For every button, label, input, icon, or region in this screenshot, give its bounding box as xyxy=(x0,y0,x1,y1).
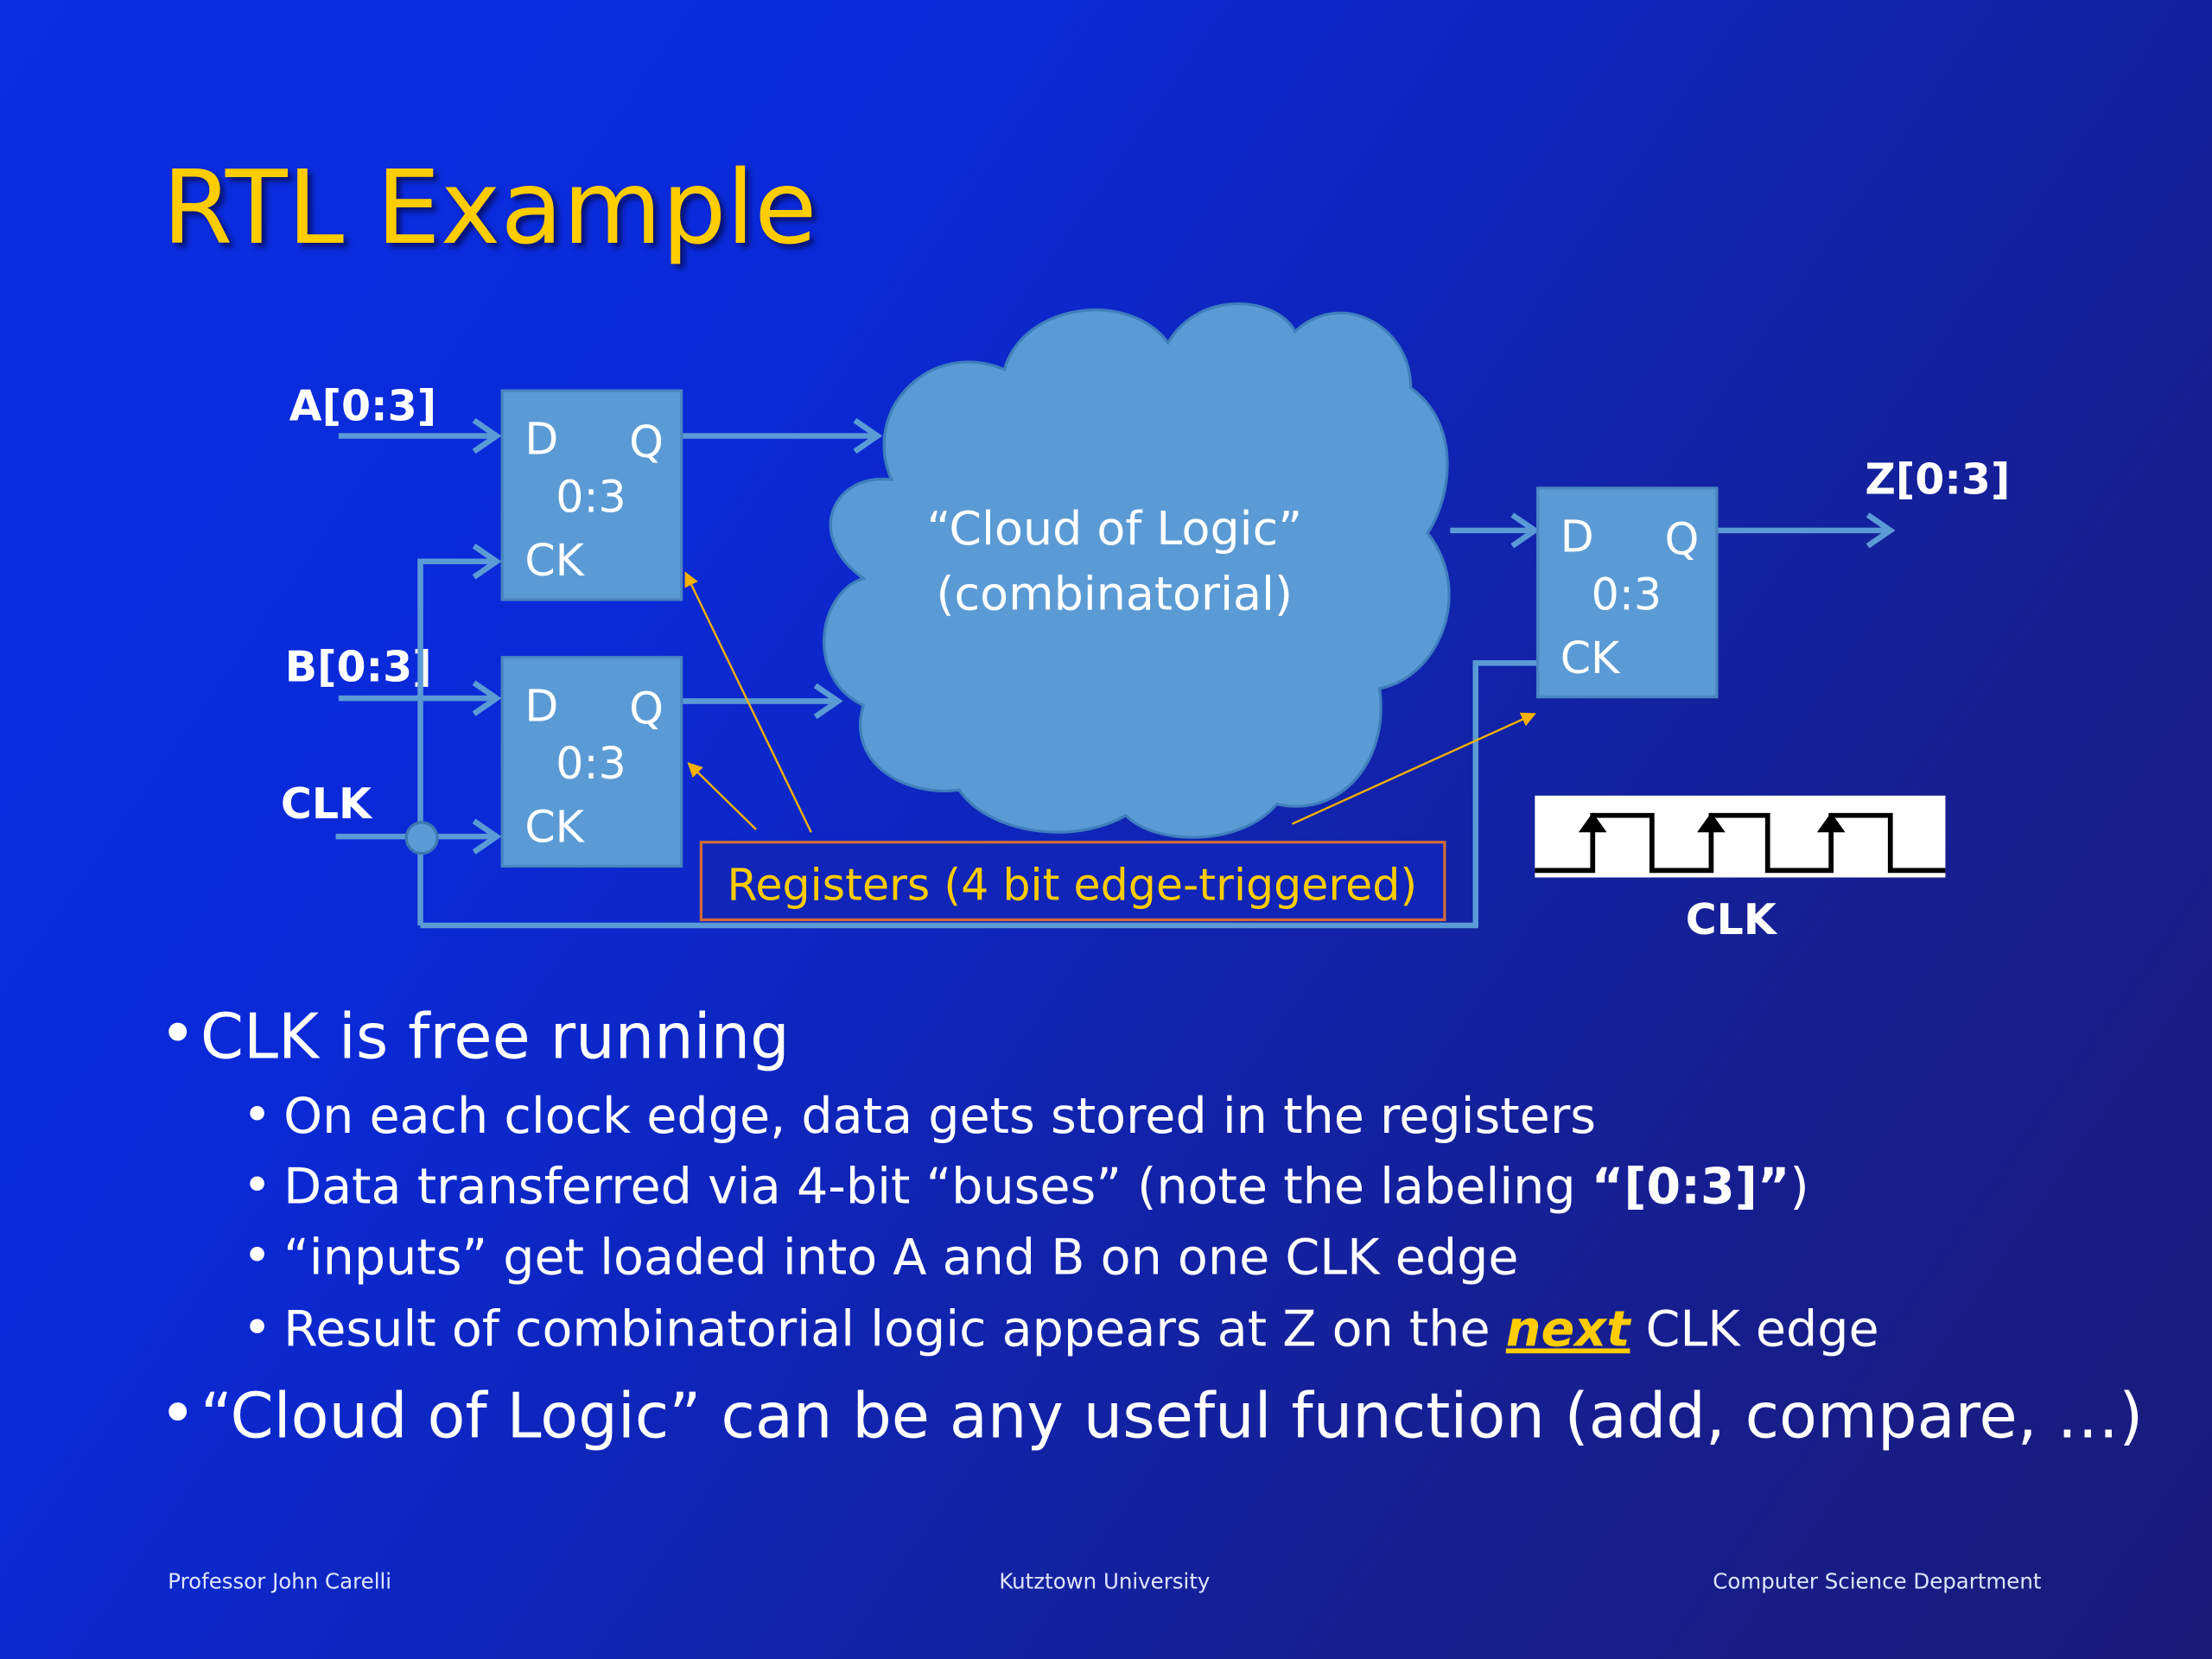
footer: Professor John Carelli Kutztown Universi… xyxy=(168,1568,2042,1593)
arrow-cloud-reg3-icon xyxy=(1510,512,1541,549)
footer-center: Kutztown University xyxy=(999,1568,1210,1593)
bullet-item: • On each clock edge, data gets stored i… xyxy=(243,1086,1596,1145)
bullet-text-bold: “[0:3]” xyxy=(1592,1159,1790,1216)
register-z-d: D xyxy=(1560,511,1594,562)
input-a-label: A[0:3] xyxy=(289,382,436,431)
arrow-reg1-cloud-icon xyxy=(853,417,883,454)
clock-waveform-background xyxy=(1535,795,1946,878)
register-a-range: 0:3 xyxy=(556,472,626,523)
register-b-range: 0:3 xyxy=(556,738,626,789)
register-z: D Q 0:3 CK xyxy=(1535,486,1719,699)
bullet-text: Result of combinatorial logic appears at… xyxy=(283,1301,1879,1358)
clk-junction-dot xyxy=(404,821,439,855)
register-a-box xyxy=(500,389,683,601)
register-a-d: D xyxy=(524,414,558,465)
rising-edge-arrow-icon xyxy=(1578,812,1607,833)
input-b-label: B[0:3] xyxy=(285,643,432,692)
register-b: D Q 0:3 CK xyxy=(500,656,683,868)
register-b-box xyxy=(500,656,683,868)
arrow-clk-reg2-icon xyxy=(472,818,502,855)
clock-waveform-trace xyxy=(1535,812,1946,874)
registers-annotation: Registers (4 bit edge-triggered) xyxy=(699,841,1446,922)
bullet-marker: • xyxy=(243,1300,272,1357)
bullet-marker: • xyxy=(243,1228,272,1285)
bullet-item: • “inputs” get loaded into A and B on on… xyxy=(243,1228,1519,1287)
annotation-arrow-reg-a xyxy=(684,571,812,833)
registers-annotation-box xyxy=(699,841,1446,922)
register-a-ck: CK xyxy=(524,535,585,586)
registers-annotation-text: Registers (4 bit edge-triggered) xyxy=(728,860,1418,911)
footer-right: Computer Science Department xyxy=(1713,1568,2042,1593)
arrow-b-in-icon xyxy=(472,680,502,716)
arrow-clk-reg1-icon xyxy=(472,543,502,580)
annotation-arrows xyxy=(684,571,1536,833)
bullet-item: • Result of combinatorial logic appears … xyxy=(243,1300,1879,1358)
annotation-arrow-reg-b xyxy=(687,762,757,830)
bullet-text-part: Data transferred via 4-bit “buses” (note… xyxy=(283,1159,1592,1216)
bullet-text-part: CLK edge xyxy=(1630,1301,1878,1358)
arrow-z-out-icon xyxy=(1866,512,1896,549)
output-z-label: Z[0:3] xyxy=(1865,454,2010,504)
bullet-item: • “Cloud of Logic” can be any useful fun… xyxy=(159,1376,2143,1452)
bullet-text-part: ) xyxy=(1789,1159,1808,1216)
clock-waveform-label: CLK xyxy=(1686,895,1778,944)
register-a-q: Q xyxy=(629,416,664,467)
arrow-a-in-icon xyxy=(472,417,502,454)
bullet-item: • CLK is free running xyxy=(159,997,789,1072)
bullet-text-part: Result of combinatorial logic appears at… xyxy=(283,1301,1506,1358)
wire-clk-trunk xyxy=(417,558,497,926)
register-z-q: Q xyxy=(1665,514,1700,565)
bullet-marker: • xyxy=(243,1086,272,1143)
cloud-label-line2: (combinatorial) xyxy=(937,566,1294,620)
bullet-text: “Cloud of Logic” can be any useful funct… xyxy=(200,1380,2143,1452)
clock-waveform: CLK xyxy=(1535,795,1946,944)
bullet-marker: • xyxy=(159,997,195,1070)
rtl-diagram: A[0:3] B[0:3] CLK Z[0:3] xyxy=(281,302,2010,944)
register-b-q: Q xyxy=(629,683,664,734)
register-a: D Q 0:3 CK xyxy=(500,389,683,601)
wires xyxy=(335,417,1896,929)
bullet-item: • Data transferred via 4-bit “buses” (no… xyxy=(243,1157,1809,1216)
bullet-text-emphasis: next xyxy=(1506,1301,1632,1358)
bullet-list: • CLK is free running • On each clock ed… xyxy=(159,997,2143,1452)
register-z-ck: CK xyxy=(1560,632,1621,683)
slide-title: RTL Example xyxy=(162,149,817,267)
arrow-reg2-cloud-icon xyxy=(813,683,843,720)
rising-edge-arrow-icon xyxy=(1697,812,1726,833)
annotation-arrow-reg-z xyxy=(1292,712,1536,825)
bullet-text: On each clock edge, data gets stored in … xyxy=(283,1088,1596,1145)
wire-clk-reg3 xyxy=(420,660,1538,929)
register-b-ck: CK xyxy=(524,802,585,853)
cloud-shape xyxy=(823,302,1451,839)
bullet-text: “inputs” get loaded into A and B on one … xyxy=(283,1229,1518,1286)
bullet-marker: • xyxy=(243,1157,272,1214)
bullet-text: Data transferred via 4-bit “buses” (note… xyxy=(283,1159,1809,1216)
bullet-text: CLK is free running xyxy=(200,1000,790,1072)
register-b-d: D xyxy=(524,680,558,731)
rising-edge-arrow-icon xyxy=(1816,812,1846,833)
footer-left: Professor John Carelli xyxy=(168,1568,391,1593)
register-z-box xyxy=(1535,486,1719,699)
cloud-label-line1: “Cloud of Logic” xyxy=(926,501,1302,556)
cloud-of-logic: “Cloud of Logic” (combinatorial) xyxy=(823,302,1451,839)
bullet-marker: • xyxy=(159,1376,195,1449)
register-z-range: 0:3 xyxy=(1592,569,1662,620)
clk-input-label: CLK xyxy=(281,779,373,829)
